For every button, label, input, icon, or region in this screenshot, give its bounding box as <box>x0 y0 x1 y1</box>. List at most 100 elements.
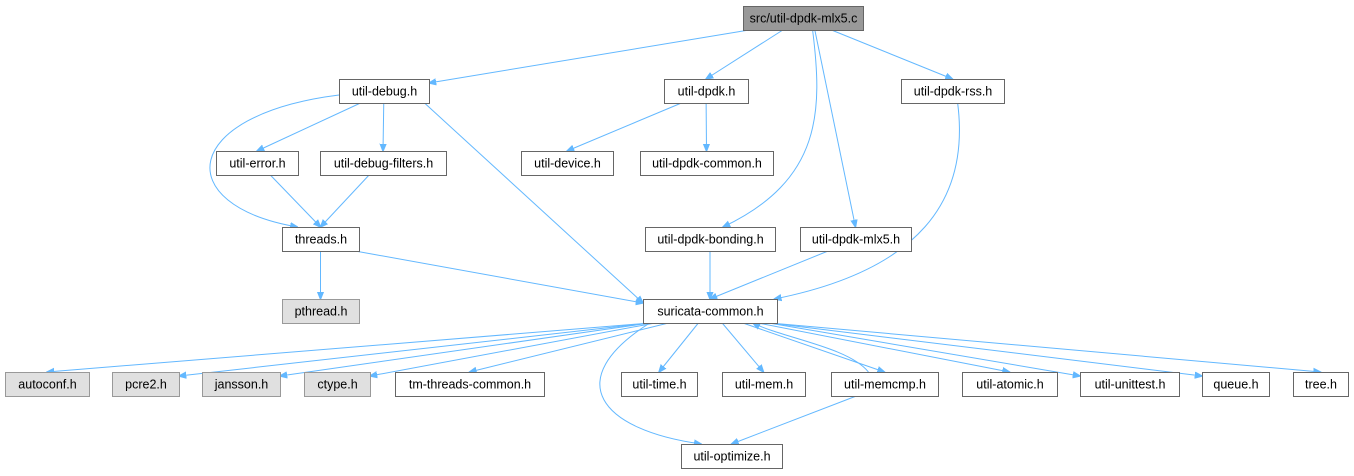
edge-suricata_common-to-ctype <box>370 322 656 376</box>
edge-line <box>429 29 750 83</box>
node-box <box>664 79 749 104</box>
node-queue[interactable]: queue.h <box>1202 372 1270 397</box>
edge-line <box>706 29 784 79</box>
edge-line <box>768 322 1080 376</box>
edge-line <box>280 322 650 376</box>
node-threads[interactable]: threads.h <box>282 227 360 252</box>
node-label: util-dpdk-bonding.h <box>657 233 763 247</box>
edge-line <box>470 322 669 372</box>
node-tree[interactable]: tree.h <box>1293 372 1349 397</box>
edge-line <box>723 29 818 227</box>
edge-line <box>742 322 885 372</box>
node-label: queue.h <box>1213 378 1258 392</box>
edge-suricata_common-to-queue <box>770 322 1202 376</box>
node-box <box>831 372 939 397</box>
node-layer: src/util-dpdk-mlx5.c util-debug.h util-dpd… <box>5 6 1349 469</box>
node-util-memcmp[interactable]: util-memcmp.h <box>831 372 939 397</box>
node-util-mem[interactable]: util-mem.h <box>722 372 806 397</box>
node-util-dpdk[interactable]: util-dpdk.h <box>664 79 749 104</box>
node-main[interactable]: src/util-dpdk-mlx5.c <box>743 6 864 31</box>
node-suricata-common[interactable]: suricata-common.h <box>643 299 778 324</box>
edge-util_debug_filters-to-threads <box>321 174 370 227</box>
node-util-time[interactable]: util-time.h <box>621 372 698 397</box>
edge-line <box>567 102 682 151</box>
node-util-unittest[interactable]: util-unittest.h <box>1080 372 1180 397</box>
node-autoconf: autoconf.h <box>5 372 90 397</box>
edge-suricata_common-to-tm_threads_common <box>470 322 669 372</box>
edge-suricata_common-to-tree <box>770 322 1320 372</box>
node-label: pcre2.h <box>125 378 167 392</box>
node-box <box>681 444 783 469</box>
node-pcre2: pcre2.h <box>112 372 180 397</box>
node-box <box>282 299 360 324</box>
node-tm-threads-common[interactable]: tm-threads-common.h <box>395 372 545 397</box>
node-label: util-dpdk.h <box>678 85 736 99</box>
node-label: util-atomic.h <box>976 378 1043 392</box>
edge-line <box>179 322 650 376</box>
node-box <box>112 372 180 397</box>
edge-layer <box>47 29 1321 444</box>
node-label: util-unittest.h <box>1095 378 1166 392</box>
edge-util_memcmp-to-suricata_common <box>753 323 869 373</box>
node-label: suricata-common.h <box>657 305 763 319</box>
edge-util_dpdk-to-util_device <box>567 102 682 151</box>
node-box <box>1202 372 1270 397</box>
edge-line <box>383 102 384 151</box>
edge-line <box>355 250 643 303</box>
node-util-dpdk-rss[interactable]: util-dpdk-rss.h <box>901 79 1005 104</box>
edge-main-to-util_dpdk_bonding <box>723 29 818 227</box>
edge-util_debug-to-threads <box>209 94 340 227</box>
node-util-error[interactable]: util-error.h <box>216 151 299 176</box>
edge-util_dpdk_mlx5-to-suricata_common <box>710 250 829 299</box>
edge-line <box>831 29 952 79</box>
node-jansson: jansson.h <box>202 372 281 397</box>
node-util-device[interactable]: util-device.h <box>521 151 614 176</box>
node-box <box>304 372 371 397</box>
edge-suricata_common-to-util_unittest <box>768 322 1080 376</box>
edge-main-to-util_debug <box>429 29 750 83</box>
node-pthread: pthread.h <box>282 299 360 324</box>
edge-main-to-util_dpdk <box>706 29 784 79</box>
node-box <box>743 6 864 31</box>
node-box <box>640 151 774 176</box>
node-util-debug[interactable]: util-debug.h <box>339 79 430 104</box>
node-label: autoconf.h <box>18 378 76 392</box>
node-util-optimize[interactable]: util-optimize.h <box>681 444 783 469</box>
node-label: util-mem.h <box>735 378 793 392</box>
node-label: util-dpdk-rss.h <box>914 85 993 99</box>
edge-util_error-to-threads <box>269 174 320 227</box>
edge-suricata_common-to-autoconf <box>47 322 650 372</box>
node-util-dpdk-bonding[interactable]: util-dpdk-bonding.h <box>645 227 776 252</box>
node-label: util-dpdk-mlx5.h <box>812 233 900 247</box>
node-label: util-time.h <box>632 378 686 392</box>
node-box <box>339 79 430 104</box>
edge-suricata_common-to-jansson <box>280 322 650 376</box>
edge-util_memcmp-to-util_optimize <box>732 395 857 444</box>
node-box <box>901 79 1005 104</box>
node-box <box>1080 372 1180 397</box>
node-label: src/util-dpdk-mlx5.c <box>750 12 858 26</box>
edge-line <box>770 322 1202 376</box>
edge-suricata_common-to-pcre2 <box>179 322 650 376</box>
node-util-dpdk-mlx5[interactable]: util-dpdk-mlx5.h <box>800 227 912 252</box>
node-util-atomic[interactable]: util-atomic.h <box>962 372 1058 397</box>
edge-line <box>732 395 857 444</box>
node-box <box>395 372 545 397</box>
node-util-dpdk-common[interactable]: util-dpdk-common.h <box>640 151 774 176</box>
node-box <box>216 151 299 176</box>
node-label: util-optimize.h <box>693 450 770 464</box>
edge-util_debug-to-util_error <box>257 102 361 151</box>
node-box <box>621 372 698 397</box>
edge-line <box>770 322 1320 372</box>
edge-util_dpdk_rss-to-suricata_common <box>774 102 960 299</box>
edge-line <box>209 94 340 227</box>
edge-line <box>753 323 869 373</box>
edge-line <box>710 250 829 299</box>
node-util-debug-filters[interactable]: util-debug-filters.h <box>320 151 447 176</box>
node-box <box>645 227 776 252</box>
node-box <box>1293 372 1349 397</box>
edge-main-to-util_dpdk_mlx5 <box>814 29 856 227</box>
edge-line <box>659 322 699 372</box>
edge-line <box>257 102 361 151</box>
